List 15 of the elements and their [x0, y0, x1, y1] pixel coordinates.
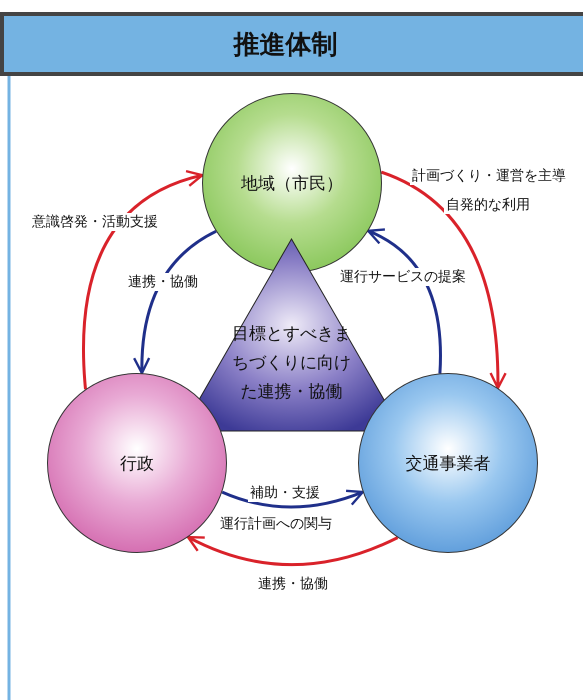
edge-label: 連携・協働	[126, 273, 200, 291]
text-label: 運行計画への関与	[218, 515, 334, 533]
arrow	[186, 536, 398, 566]
circle: 交通事業者	[358, 373, 538, 553]
edge-label: 補助・支援	[248, 484, 322, 502]
edge-label: 連携・協働	[256, 575, 330, 593]
edge-label: 計画づくり・運営を主導	[410, 167, 568, 185]
title: 推進体制	[234, 28, 338, 62]
arrow	[222, 489, 364, 508]
edge-label: 意識啓発・活動支援	[30, 213, 160, 231]
arrow	[367, 229, 442, 374]
edge-label: 運行サービスの提案	[338, 268, 468, 286]
arrow	[380, 170, 506, 390]
arrow	[133, 230, 217, 374]
arrow	[82, 170, 204, 390]
